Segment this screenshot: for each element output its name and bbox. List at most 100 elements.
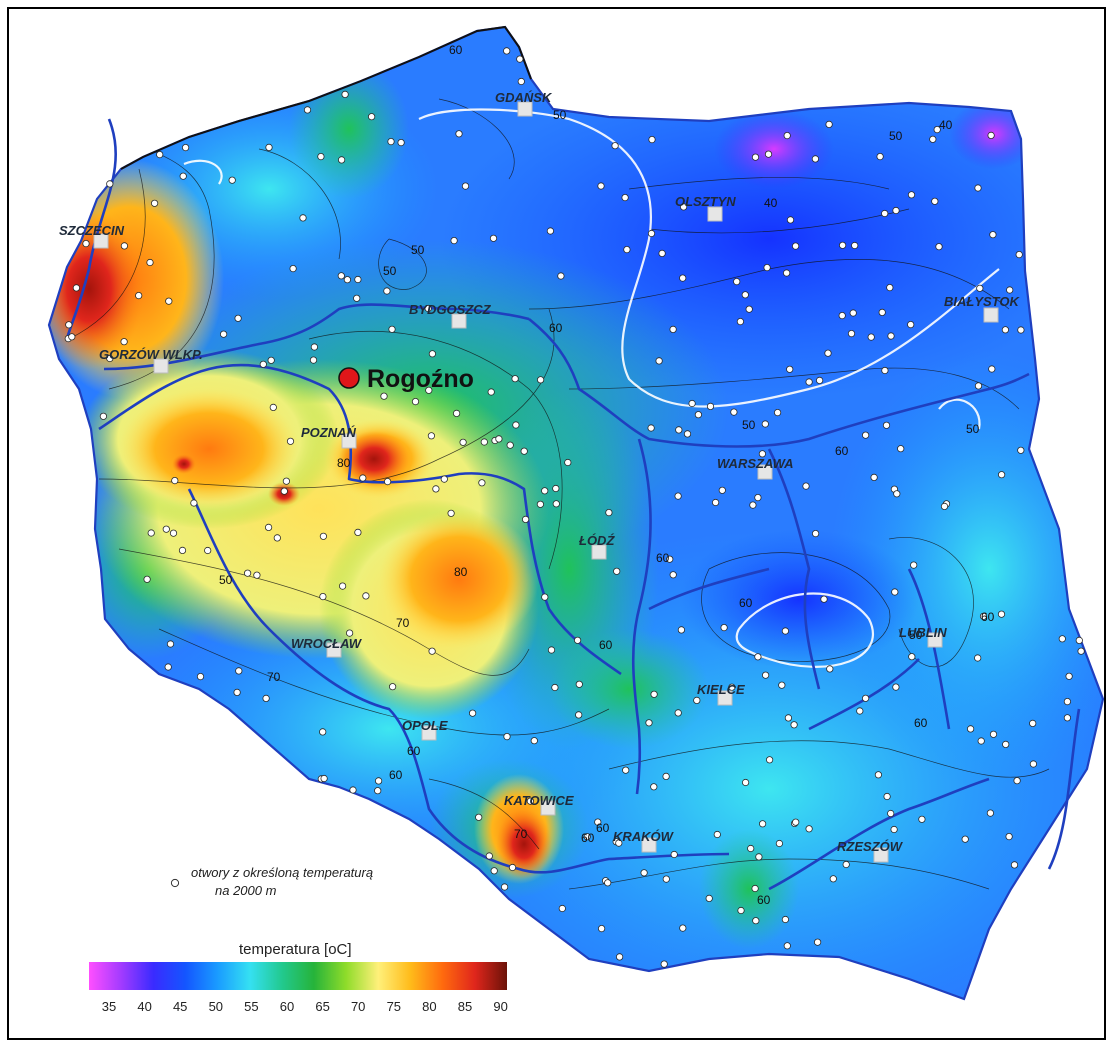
borehole-dot <box>974 184 982 192</box>
city-label: KRAKÓW <box>613 829 675 844</box>
borehole-dot <box>604 879 612 887</box>
borehole-dot <box>427 432 435 440</box>
highlight-dot-icon <box>338 367 360 389</box>
borehole-dot <box>1015 251 1023 259</box>
borehole-dot <box>892 206 900 215</box>
borehole-dot <box>842 860 850 869</box>
borehole-dot <box>728 683 736 691</box>
borehole-dot <box>490 867 498 875</box>
borehole-dot <box>670 850 678 859</box>
legend-tick-label: 70 <box>351 999 365 1014</box>
borehole-dot <box>169 529 178 537</box>
borehole-dot <box>755 853 763 861</box>
borehole-dot <box>683 430 692 438</box>
borehole-dot <box>605 508 613 517</box>
borehole-dot <box>1077 647 1085 655</box>
borehole-dot <box>893 490 901 498</box>
legend-color-bar <box>89 962 507 990</box>
isotherm-label: 50 <box>742 418 756 432</box>
isotherm-50 <box>183 108 1000 668</box>
borehole-dot <box>611 142 619 150</box>
borehole-dot <box>65 321 73 329</box>
borehole-dot <box>147 529 155 537</box>
isotherm-label: 60 <box>835 444 849 458</box>
rivers <box>65 118 1081 891</box>
isotherm-label: 70 <box>267 670 281 684</box>
borehole-dot <box>495 435 503 443</box>
borehole-dot <box>289 264 297 273</box>
borehole-dot <box>751 884 759 893</box>
borehole-dot <box>705 894 713 903</box>
borehole-note-line2: na 2000 m <box>215 883 277 898</box>
city-label: POZNAŃ <box>301 425 357 440</box>
borehole-dot <box>228 176 236 184</box>
borehole-dot <box>72 284 81 292</box>
borehole-dot <box>575 711 583 719</box>
isotherm-label: 40 <box>764 196 778 210</box>
borehole-dot <box>882 421 891 429</box>
city-marker-icon <box>326 642 342 658</box>
borehole-dot <box>876 153 884 161</box>
city-marker-icon <box>927 632 943 648</box>
borehole-dot <box>135 291 143 300</box>
isotherm-label: 60 <box>656 551 670 565</box>
borehole-dot <box>805 825 813 833</box>
borehole-dot <box>428 647 436 655</box>
isotherm-label: 50 <box>411 243 425 257</box>
borehole-dot <box>517 77 525 86</box>
borehole-dot <box>761 671 770 679</box>
borehole-dot <box>475 813 483 821</box>
borehole-dot <box>317 153 325 161</box>
borehole-dot <box>815 376 824 384</box>
isotherm-label: 60 <box>914 716 928 730</box>
borehole-dot <box>530 737 538 745</box>
borehole-dot <box>196 672 205 681</box>
borehole-dot <box>282 477 290 485</box>
borehole-dot <box>190 499 198 507</box>
borehole-dot <box>1002 740 1010 749</box>
borehole-dot <box>1029 760 1038 768</box>
city-label: GORZÓW WLKP. <box>99 347 203 362</box>
legend-tick-label: 35 <box>102 999 116 1014</box>
borehole-dot <box>838 241 847 249</box>
borehole-dot <box>784 714 793 722</box>
isotherm-label: 60 <box>981 610 995 624</box>
borehole-dot <box>425 386 433 394</box>
borehole-dot <box>988 365 996 373</box>
borehole-dot <box>273 534 281 542</box>
borehole-dot <box>359 474 367 482</box>
borehole-dot <box>597 924 606 933</box>
borehole-dot <box>886 283 894 292</box>
borehole-dot <box>341 90 349 99</box>
borehole-dot <box>1063 697 1072 706</box>
borehole-dot <box>736 317 745 326</box>
borehole-dot <box>450 237 458 245</box>
borehole-dot <box>487 388 495 396</box>
borehole-dot <box>881 209 889 218</box>
city-marker-icon <box>540 800 556 816</box>
borehole-dot <box>440 475 448 483</box>
borehole-note-line1: otwory z określoną temperaturą <box>191 865 373 880</box>
borehole-dot <box>751 153 760 161</box>
city-marker-icon <box>717 690 733 706</box>
borehole-dot <box>974 654 982 662</box>
borehole-dot <box>1075 636 1083 645</box>
borehole-dot <box>1058 635 1066 643</box>
borehole-dot <box>878 308 886 316</box>
borehole-dot <box>786 365 794 373</box>
borehole-dot <box>380 392 388 400</box>
isotherm-label: 50 <box>383 264 397 278</box>
borehole-dot <box>106 180 114 188</box>
city-label: WARSZAWA <box>717 456 794 471</box>
borehole-dot <box>387 138 395 146</box>
borehole-dot <box>182 144 190 152</box>
isotherm-label: 80 <box>454 565 468 579</box>
borehole-dot <box>783 132 791 140</box>
city-marker-icon <box>93 233 109 249</box>
borehole-dot <box>265 143 273 151</box>
borehole-dot <box>874 771 883 779</box>
borehole-dot <box>162 525 170 533</box>
borehole-dot <box>640 869 648 877</box>
borehole-symbol-icon <box>170 878 180 888</box>
